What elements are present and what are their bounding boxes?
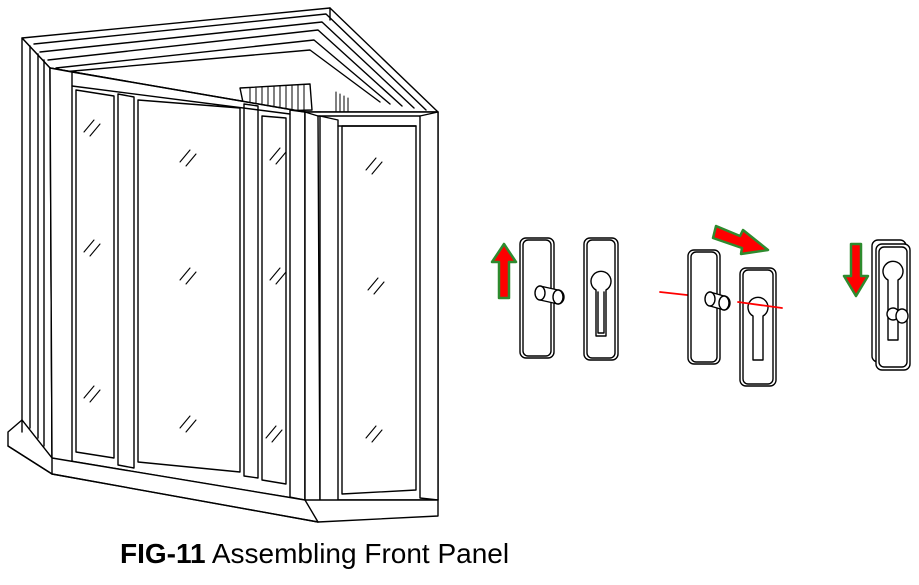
alignment-line-right (737, 301, 783, 309)
cabinet-illustration (7, 7, 439, 523)
cabinet-front-frame (49, 67, 306, 501)
assembled-plates (871, 239, 911, 371)
cabinet-base (7, 419, 439, 523)
figure-title: Assembling Front Panel (211, 538, 510, 569)
cabinet-right-side (304, 111, 439, 505)
glass-reflection-marks (83, 119, 385, 443)
arrow-down-right-icon (711, 224, 770, 256)
glass-pane-side (341, 125, 417, 495)
cabinet-left-side (21, 37, 53, 459)
glass-pane-right (261, 115, 287, 485)
assembly-step-2 (659, 224, 783, 387)
cabinet-top-frame (21, 7, 439, 113)
arrow-up-icon (490, 242, 518, 300)
peg-plate-aligned (687, 249, 731, 365)
keyhole-plate-aligned (739, 267, 777, 387)
figure-label: FIG-11 (120, 538, 206, 569)
keyhole-plate (583, 237, 619, 361)
assembly-drawing (7, 7, 911, 523)
glass-pane-left (75, 89, 115, 459)
peg-plate (519, 237, 565, 359)
assembly-step-1 (490, 237, 619, 361)
arrow-down-icon (842, 242, 870, 298)
glass-pane-center (137, 99, 241, 473)
assembly-step-3 (842, 239, 911, 371)
